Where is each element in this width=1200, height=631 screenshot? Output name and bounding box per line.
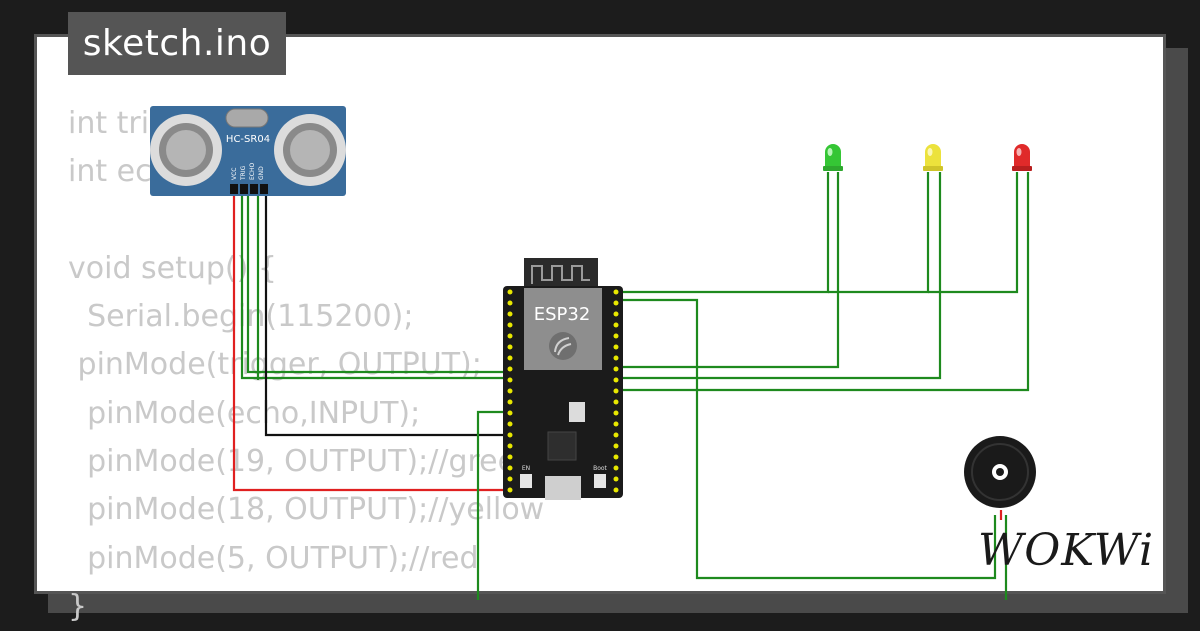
pin-label-gnd: GND — [258, 166, 265, 180]
wire-yellow-led-gnd[interactable] — [828, 172, 930, 294]
wire-vcc[interactable] — [232, 196, 508, 492]
buzzer[interactable] — [964, 436, 1036, 508]
yellow-led-body — [925, 144, 941, 168]
espressif-logo-mark — [554, 337, 572, 356]
wire-red-led-anode[interactable] — [618, 172, 1030, 392]
green-led-body — [825, 144, 841, 168]
en-label: EN — [522, 465, 530, 472]
green-led[interactable] — [823, 144, 843, 171]
esp32-pins-left — [507, 289, 513, 493]
wire-green-led-gnd[interactable] — [618, 172, 830, 294]
buzzer-ring — [971, 443, 1029, 501]
red-led-rim — [1012, 166, 1032, 171]
code-line: pinMode(18, OUTPUT);//yellow — [68, 492, 545, 528]
code-line: pinMode(5, OUTPUT);//red — [68, 540, 479, 576]
usb-chip — [547, 431, 577, 461]
red-led-body — [1014, 144, 1030, 168]
wire-green-led-anode[interactable] — [618, 172, 840, 369]
sensor-model-label: HC-SR04 — [226, 134, 270, 145]
sketch-file-tab[interactable]: sketch.ino — [68, 12, 286, 75]
buzzer-hole-center — [996, 468, 1004, 476]
green-led-highlight — [827, 148, 833, 156]
sensor-pin-gnd[interactable] — [260, 184, 268, 194]
esp32-board[interactable]: ESP32 Boot EN — [503, 258, 623, 500]
red-led-highlight — [1016, 148, 1022, 156]
ultrasonic-sensor[interactable]: HC-SR04 VCC TRIG ECHO GND — [150, 106, 346, 196]
wire-red-led-gnd[interactable] — [928, 172, 1019, 294]
pin-label-trig: TRIG — [240, 165, 247, 181]
code-line: pinMode(trigger, OUTPUT); — [68, 347, 482, 383]
code-line: pinMode(19, OUTPUT);//green — [68, 444, 536, 480]
green-led-rim — [823, 166, 843, 171]
yellow-led[interactable] — [923, 144, 943, 171]
esp32-pins-right — [613, 289, 619, 493]
wire-echo[interactable] — [264, 196, 508, 437]
wokwi-logo: WOKWi — [978, 525, 1155, 576]
wire-trig[interactable] — [246, 196, 508, 374]
sensor-pin-echo[interactable] — [250, 184, 258, 194]
en-button[interactable] — [520, 474, 532, 488]
wire-trig-2[interactable] — [240, 196, 508, 380]
sensor-crystal — [225, 108, 269, 128]
usb-port-icon[interactable] — [545, 476, 581, 500]
code-line: Serial.begin(115200); — [68, 299, 414, 335]
wires — [232, 172, 1030, 600]
code-line: } — [68, 588, 88, 624]
wire-buzzer-gnd[interactable] — [618, 298, 997, 580]
pin-label-echo: ECHO — [249, 163, 256, 180]
wire-bottom-left[interactable] — [476, 410, 508, 600]
esp32-label: ESP32 — [534, 304, 591, 325]
yellow-led-highlight — [927, 148, 933, 156]
sensor-pin-vcc[interactable] — [230, 184, 238, 194]
red-led[interactable] — [1012, 144, 1032, 171]
code-line: void setup() { — [68, 250, 277, 286]
yellow-led-rim — [923, 166, 943, 171]
wire-yellow-led-anode[interactable] — [618, 172, 942, 380]
pin-label-vcc: VCC — [231, 168, 238, 180]
antenna-trace — [531, 265, 590, 284]
boot-label: Boot — [593, 465, 607, 472]
espressif-logo-icon — [549, 332, 577, 360]
sensor-mesh-inner-left — [166, 130, 206, 170]
code-line: pinMode(echo,INPUT); — [68, 395, 421, 431]
regulator-chip — [569, 402, 585, 422]
sensor-mesh-inner-right — [290, 130, 330, 170]
boot-button[interactable] — [594, 474, 606, 488]
sensor-pin-trig[interactable] — [240, 184, 248, 194]
